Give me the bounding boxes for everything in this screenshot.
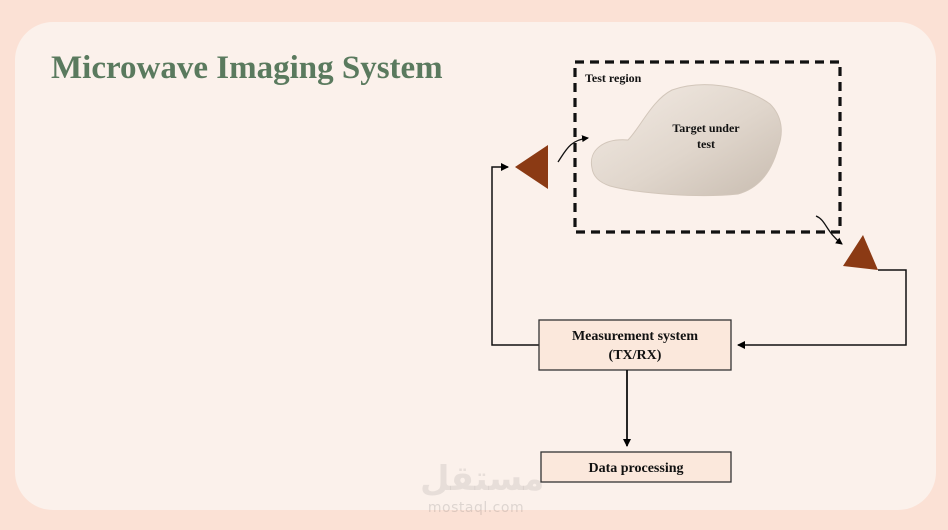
target-object <box>590 84 782 197</box>
slide-title: Microwave Imaging System <box>51 50 443 86</box>
tx-feed-line <box>491 163 539 346</box>
measurement-label-line1: Measurement system <box>572 329 698 344</box>
rx-antenna-icon <box>843 235 878 270</box>
watermark-url: mostaql.com <box>427 500 525 516</box>
tx-antenna-icon <box>515 145 548 189</box>
test-region-label: Test region <box>585 71 642 85</box>
data-processing-box <box>540 451 732 483</box>
rx-wave-arrow <box>815 215 843 245</box>
rx-feed-line <box>737 269 907 349</box>
measurement-label-line2: (TX/RX) <box>609 348 662 363</box>
measurement-system-box <box>538 319 732 371</box>
slide-background <box>15 22 936 510</box>
tx-wave-arrow <box>557 135 589 163</box>
data-processing-label: Data processing <box>588 461 683 476</box>
target-label-line1: Target under <box>672 121 740 135</box>
watermark-logo: مستقل <box>420 459 545 499</box>
test-region-box <box>573 60 842 234</box>
target-label-line2: test <box>697 137 715 151</box>
